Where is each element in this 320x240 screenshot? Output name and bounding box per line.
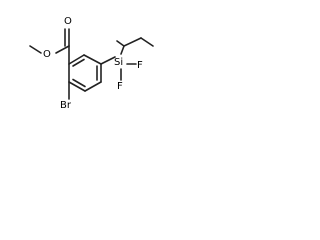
molecule-diagram: O O Si F F Br — [29, 16, 154, 111]
ring-double-bond-c5-c6 — [72, 78, 86, 88]
ring-bond-c4-c5 — [84, 81, 102, 92]
bond-silicon-to-ch — [120, 45, 125, 55]
bond-ch-to-methyl — [116, 40, 125, 47]
sec-butyl-difluorosilyl-group — [100, 37, 154, 81]
bond-ring-to-silicon — [100, 56, 116, 65]
atom-label-silicon: Si — [114, 57, 123, 68]
benzene-ring — [68, 54, 102, 92]
atom-label-bromine: Br — [60, 100, 72, 111]
bond-ester-o-to-methyl — [29, 45, 42, 54]
structure-canvas: O O Si F F Br — [0, 0, 208, 145]
atom-label-carbonyl-oxygen: O — [64, 16, 72, 27]
atom-label-fluorine-2: F — [117, 81, 123, 92]
bond-carbonyl-c-to-ester-o — [55, 45, 70, 54]
ring-bond-c1-c2 — [68, 54, 85, 65]
ring-bond-c2-c3 — [83, 54, 102, 65]
ring-double-bond-c1-c2 — [72, 58, 85, 67]
ring-bond-c5-c6 — [68, 81, 86, 92]
bond-ch2-to-ch3 — [140, 37, 154, 47]
atom-label-ester-oxygen: O — [43, 49, 51, 60]
atom-label-fluorine-1: F — [137, 60, 143, 71]
bond-ch-to-ch2 — [123, 37, 142, 47]
methyl-ester-group — [29, 28, 70, 65]
